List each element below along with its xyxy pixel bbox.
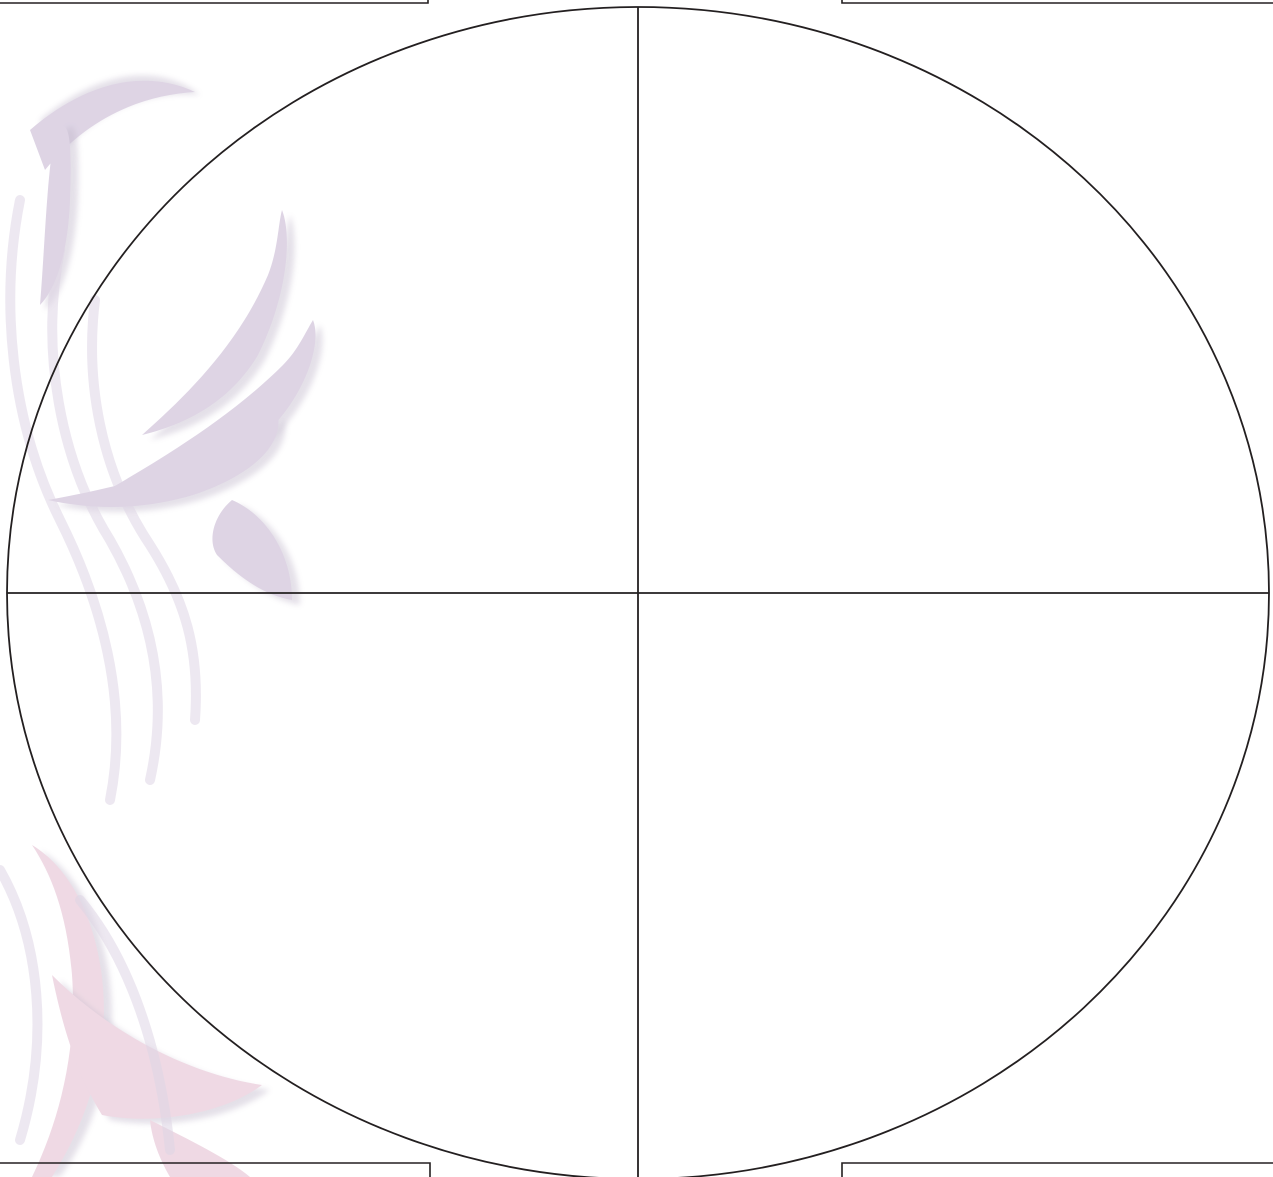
quadrant-top-right [655, 80, 1215, 580]
quadrant-bottom-right [655, 605, 1215, 1105]
frame-bracket-top-right [842, 0, 1273, 3]
frame-bracket-bottom-right [842, 1163, 1273, 1177]
frame-bracket-top-left [0, 0, 428, 3]
quadrant-top-left [60, 80, 620, 580]
quadrant-bottom-left [60, 605, 620, 1105]
